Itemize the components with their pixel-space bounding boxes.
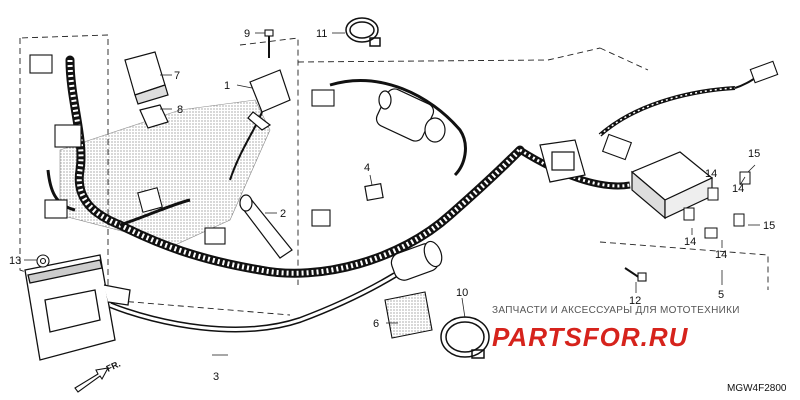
callout-1: 1 [224, 80, 230, 92]
sub-harness-3-core [109, 273, 396, 331]
callout-6: 6 [373, 318, 379, 330]
callout-7: 7 [174, 70, 180, 82]
callout-8: 8 [177, 104, 183, 116]
band-clamp-10 [440, 316, 490, 359]
connectors-misc [29, 54, 779, 245]
callout-14c: 14 [684, 236, 696, 248]
ignition-coil [375, 88, 446, 143]
callout-14a: 14 [705, 168, 717, 180]
watermark-subtitle: ЗАПЧАСТИ И АКСЕССУАРЫ ДЛЯ МОТОТЕХНИКИ [492, 305, 740, 316]
main-switch-1 [229, 69, 291, 181]
fuses-14-15 [683, 171, 751, 239]
callout-14b: 14 [732, 183, 744, 195]
watermark-brand: PARTSFOR.RU [492, 322, 689, 352]
sub-harness-3 [108, 272, 397, 333]
callout-13: 13 [9, 255, 21, 267]
condenser-capacitor [390, 240, 443, 281]
callout-15b: 15 [763, 220, 775, 232]
regulator-rectifier [24, 254, 131, 361]
callout-5: 5 [718, 289, 724, 301]
front-direction-arrow: FR. [74, 359, 122, 393]
callout-14d: 14 [715, 249, 727, 261]
fuse-box [630, 151, 714, 220]
callout-10: 10 [456, 287, 468, 299]
diagram-code: MGW4F2800 [727, 383, 787, 394]
connector-4 [364, 183, 384, 201]
turn-signal-relay-7 [124, 51, 169, 105]
bolt-12 [624, 267, 647, 282]
bolt-9 [264, 29, 274, 58]
callout-2: 2 [280, 208, 286, 220]
mounting-panel-shading [59, 99, 271, 246]
front-direction-label: FR. [105, 359, 122, 374]
callout-3: 3 [213, 371, 219, 383]
cap-2 [239, 194, 293, 259]
rubber-pad-6 [384, 291, 433, 339]
callout-12: 12 [629, 295, 641, 307]
band-clamp-11 [345, 17, 381, 47]
nut-13 [36, 254, 50, 268]
main-harness [46, 55, 761, 278]
leader-lines [24, 32, 760, 356]
callout-11: 11 [316, 28, 327, 40]
callout-9: 9 [244, 28, 250, 40]
starter-relay [539, 139, 586, 183]
callout-4: 4 [364, 162, 370, 174]
relay-8 [139, 104, 169, 129]
callout-15a: 15 [748, 148, 760, 160]
